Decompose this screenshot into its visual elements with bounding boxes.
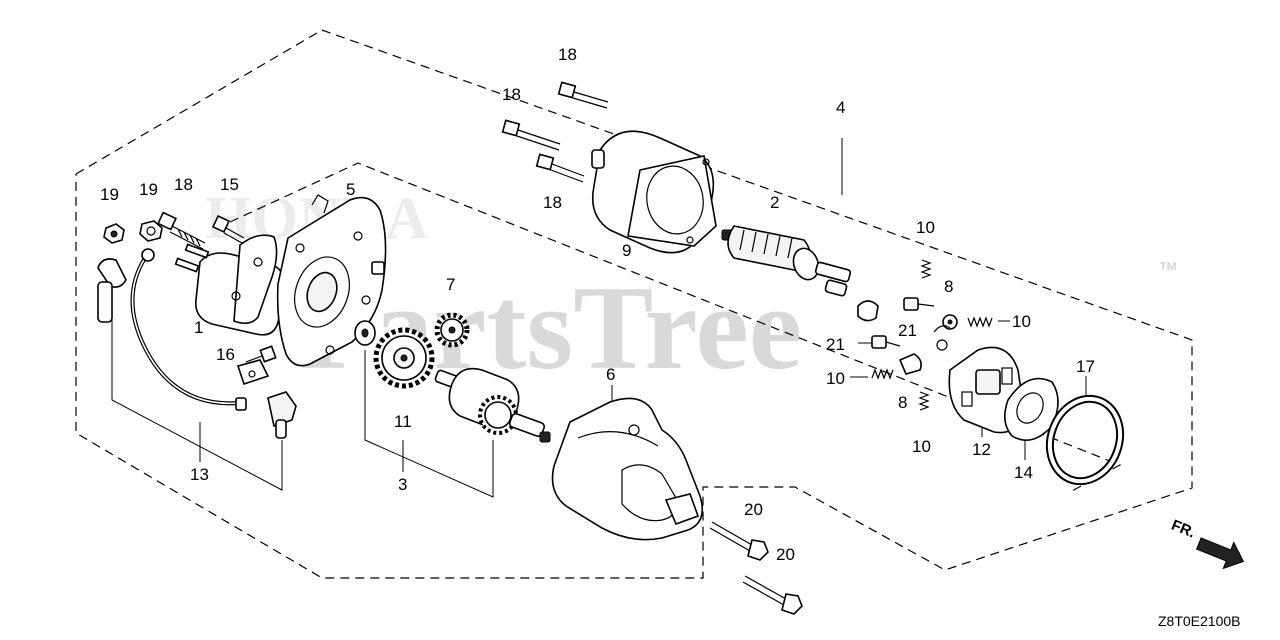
callout-1[interactable]: 1	[194, 318, 203, 337]
spring-10-d	[918, 391, 930, 411]
starter-clutch-3	[434, 367, 551, 443]
front-indicator-label: FR.	[1169, 517, 1198, 542]
callout-10-d[interactable]: 10	[912, 437, 931, 456]
callout-18-b[interactable]: 18	[558, 45, 577, 64]
nut-19-a	[103, 223, 125, 244]
clamp-plate	[236, 359, 270, 386]
bracket-13	[111, 320, 283, 491]
callout-14[interactable]: 14	[1014, 463, 1033, 482]
oring-small	[936, 339, 948, 351]
callout-2[interactable]: 2	[770, 193, 779, 212]
callout-6[interactable]: 6	[606, 365, 615, 384]
solenoid-1	[174, 234, 286, 336]
bolt-18-top-b	[501, 119, 561, 151]
screw-15	[211, 214, 245, 244]
connector-cap	[267, 391, 297, 439]
cable-13	[97, 248, 247, 411]
spring-10-b	[967, 316, 993, 328]
thrust-washer	[354, 320, 376, 346]
bolt-18-left	[157, 211, 206, 250]
spring-10-a	[920, 259, 932, 279]
callout-18-a[interactable]: 18	[174, 175, 193, 194]
callout-15[interactable]: 15	[220, 175, 239, 194]
callout-18-d[interactable]: 18	[543, 193, 562, 212]
callout-4[interactable]: 4	[836, 98, 845, 117]
bracket-3	[364, 350, 494, 498]
callout-10-c[interactable]: 10	[826, 369, 845, 388]
callout-11[interactable]: 11	[394, 412, 412, 431]
bolt-18-top-a	[557, 81, 609, 109]
callout-20-b[interactable]: 20	[776, 545, 795, 564]
screw-21-a	[903, 297, 935, 311]
callout-13[interactable]: 13	[190, 465, 209, 484]
callout-12[interactable]: 12	[972, 440, 991, 459]
brush-8-b	[898, 353, 922, 375]
callout-7[interactable]: 7	[446, 275, 455, 294]
yoke-9	[591, 130, 717, 254]
spring-10-c	[871, 368, 894, 380]
watermark-trademark: ™	[1158, 259, 1178, 281]
bolt-20-b	[742, 575, 803, 615]
screw-16	[245, 345, 277, 363]
brush-8-a	[933, 314, 958, 333]
reduction-gear-11	[373, 327, 435, 389]
callout-10-a[interactable]: 10	[916, 218, 935, 237]
callout-21-b[interactable]: 21	[826, 335, 845, 354]
drawing-code: Z8T0E2100B	[1158, 613, 1241, 629]
callout-18-c[interactable]: 18	[502, 85, 521, 104]
bolt-20-a	[709, 521, 769, 561]
assembly-outline-outer	[75, 29, 1193, 579]
callout-20-a[interactable]: 20	[744, 500, 763, 519]
o-ring-17	[1045, 394, 1125, 486]
callout-3[interactable]: 3	[398, 475, 407, 494]
callout-16[interactable]: 16	[216, 345, 235, 364]
callout-8-a[interactable]: 8	[944, 277, 953, 296]
callout-19-b[interactable]: 19	[139, 180, 158, 199]
callout-10-b[interactable]: 10	[1012, 312, 1031, 331]
front-cover-6	[551, 397, 704, 541]
bolt-18-top-c	[535, 153, 585, 183]
callout-17[interactable]: 17	[1076, 357, 1095, 376]
front-direction-arrow: FR.	[1169, 517, 1245, 570]
callout-21-a[interactable]: 21	[898, 321, 917, 340]
washer-19-b	[139, 220, 163, 242]
idler-gear-7	[434, 312, 470, 348]
callout-19-a[interactable]: 19	[100, 185, 119, 204]
callout-9[interactable]: 9	[622, 241, 631, 260]
clip-part	[857, 300, 879, 322]
callout-8-b[interactable]: 8	[898, 393, 907, 412]
screw-21-b	[871, 335, 901, 349]
armature-2	[721, 225, 852, 297]
callout-5[interactable]: 5	[346, 180, 355, 199]
